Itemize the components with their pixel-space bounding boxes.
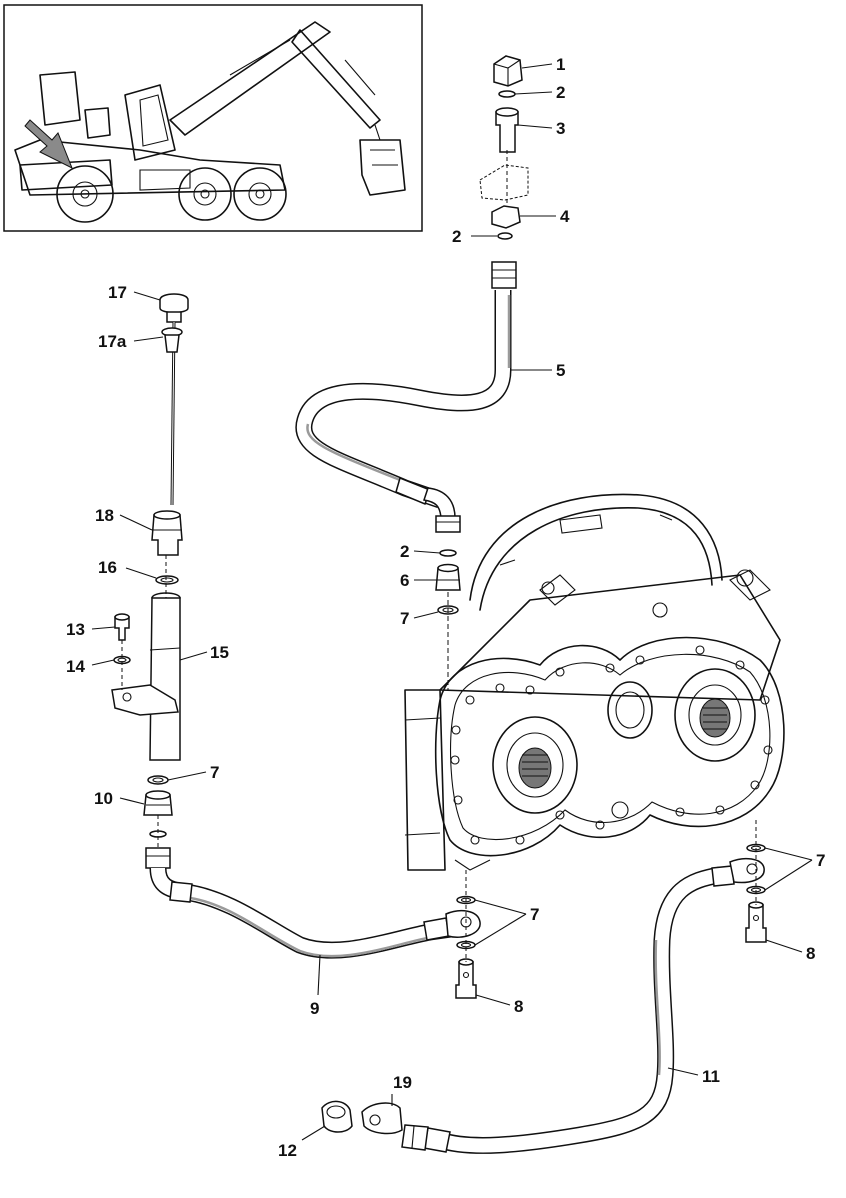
bolt-13 (114, 613, 130, 641)
callout-17: 17 (108, 283, 127, 302)
adapter-10 (143, 790, 173, 816)
nut-1 (493, 55, 523, 87)
callout-7: 7 (400, 609, 409, 628)
machine-inset (3, 4, 423, 232)
callout-16: 16 (98, 558, 117, 577)
callout-5: 5 (556, 361, 565, 380)
callout-3: 3 (556, 119, 565, 138)
callout-2: 2 (556, 83, 565, 102)
callout-15: 15 (210, 643, 229, 662)
machine-wheel (233, 167, 287, 221)
plug-12 (321, 1100, 353, 1133)
elbow-fitting-19 (361, 1102, 403, 1135)
callout-8: 8 (514, 997, 523, 1016)
dipstick-17 (159, 293, 189, 506)
callout-6: 6 (400, 571, 409, 590)
callout-10: 10 (94, 789, 113, 808)
hose-9 (145, 847, 481, 959)
callout-12: 12 (278, 1141, 297, 1160)
callout-9: 9 (310, 999, 319, 1018)
washer-2-top (498, 90, 516, 98)
hose-5 (295, 261, 517, 533)
location-arrow (24, 119, 73, 170)
callout-8: 8 (806, 944, 815, 963)
callout-18: 18 (95, 506, 114, 525)
adapter-6 (435, 563, 461, 591)
leader-lines (91, 63, 813, 1141)
mounting-bracket (479, 150, 529, 212)
machine-wheel (178, 167, 232, 221)
washer-2-lower (439, 549, 457, 557)
callout-labels: 1 2 3 4 2 5 17 17a 18 16 13 14 15 2 6 7 … (66, 55, 825, 1160)
callout-14: 14 (66, 657, 85, 676)
banjo-bolt-8-right (745, 901, 767, 943)
callout-2: 2 (452, 227, 461, 246)
callout-7: 7 (210, 763, 219, 782)
seal-7-tube (147, 775, 169, 785)
gearbox-assembly (404, 493, 785, 871)
callout-11: 11 (702, 1067, 720, 1086)
nut-4 (491, 205, 521, 229)
callout-2: 2 (400, 542, 409, 561)
washer-2-mid (497, 232, 513, 240)
callout-13: 13 (66, 620, 85, 639)
washer-16 (155, 575, 179, 585)
o-ring-17a (161, 327, 183, 353)
callout-1: 1 (556, 55, 565, 74)
callout-7: 7 (530, 905, 539, 924)
union-3 (495, 107, 519, 153)
tube-fitting-18 (151, 510, 183, 556)
callout-4: 4 (560, 207, 570, 226)
callout-19: 19 (393, 1073, 412, 1092)
callout-17a: 17a (98, 332, 127, 351)
callout-7: 7 (816, 851, 825, 870)
banjo-bolt-8-left (455, 958, 477, 999)
hose-11 (401, 857, 765, 1154)
machine-wheel (56, 165, 114, 223)
